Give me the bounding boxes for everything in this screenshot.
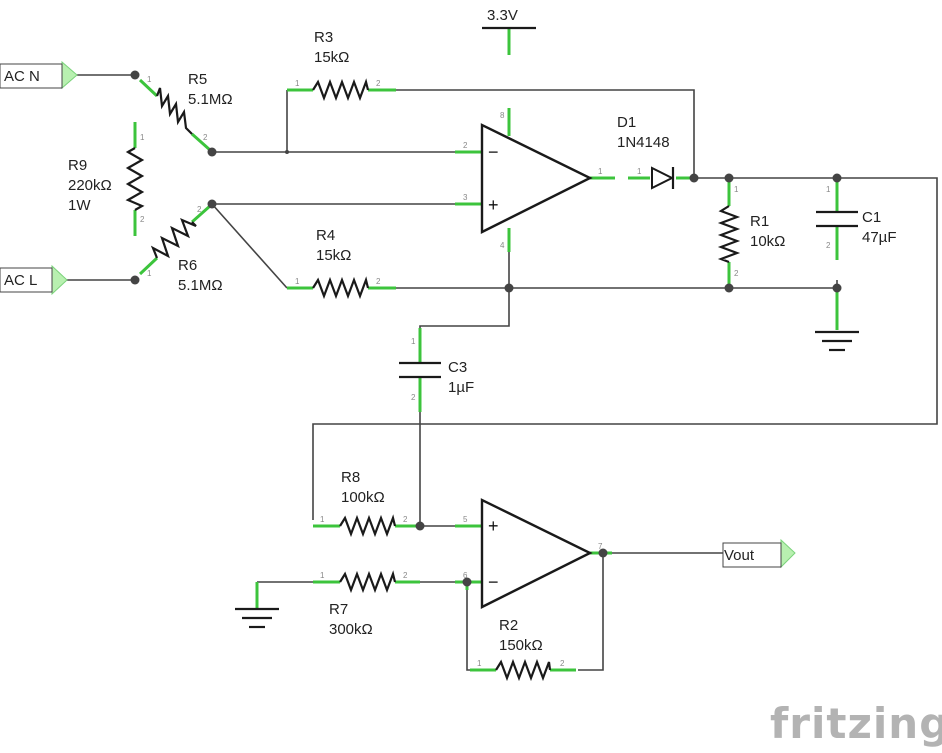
port-ac-n[interactable]: AC N bbox=[0, 60, 78, 90]
svg-text:1: 1 bbox=[411, 337, 416, 346]
svg-text:1: 1 bbox=[320, 571, 325, 580]
r4-value: 15kΩ bbox=[316, 247, 351, 264]
wire-c1-feedback bbox=[312, 177, 938, 520]
resistor-r7 bbox=[339, 570, 397, 594]
wire-r3-right bbox=[396, 89, 695, 178]
opamp1-minus: − bbox=[488, 142, 499, 162]
svg-text:1: 1 bbox=[734, 185, 739, 194]
wires bbox=[66, 74, 938, 671]
r3-ref: R3 bbox=[314, 29, 333, 46]
resistor-r2 bbox=[495, 658, 552, 682]
diode-d1 bbox=[651, 166, 675, 190]
c1-value: 47µF bbox=[862, 229, 897, 246]
r9-value: 220kΩ bbox=[68, 177, 112, 194]
svg-text:2: 2 bbox=[411, 393, 416, 402]
port-vout-label: Vout bbox=[724, 547, 755, 564]
r7-ref: R7 bbox=[329, 601, 348, 618]
opamp2-plus: + bbox=[488, 516, 499, 536]
svg-text:2: 2 bbox=[463, 141, 468, 150]
r8-value: 100kΩ bbox=[341, 489, 385, 506]
r2-ref: R2 bbox=[499, 617, 518, 634]
wire-pin4-c3 bbox=[419, 248, 510, 340]
part-labels: R5 5.1MΩ R3 15kΩ R9 220kΩ 1W R6 5.1MΩ R4… bbox=[68, 29, 897, 654]
resistor-r4 bbox=[312, 276, 370, 300]
opamp-1: − + bbox=[480, 123, 593, 234]
resistor-r9 bbox=[125, 147, 145, 211]
svg-text:1: 1 bbox=[140, 133, 145, 142]
wire-r2-left bbox=[466, 582, 480, 671]
svg-text:1: 1 bbox=[320, 515, 325, 524]
svg-text:2: 2 bbox=[734, 269, 739, 278]
resistor-r5 bbox=[155, 87, 193, 135]
fritzing-logo: fritzing bbox=[770, 699, 942, 748]
svg-text:2: 2 bbox=[376, 79, 381, 88]
r9-rating: 1W bbox=[68, 197, 91, 214]
resistor-r6 bbox=[150, 217, 197, 259]
junctions bbox=[130, 70, 842, 587]
c3-ref: C3 bbox=[448, 359, 467, 376]
resistor-r8 bbox=[339, 514, 397, 538]
wire-r6-r4 bbox=[211, 203, 288, 289]
r5-value: 5.1MΩ bbox=[188, 91, 233, 108]
svg-text:2: 2 bbox=[376, 277, 381, 286]
c1-ref: C1 bbox=[862, 209, 881, 226]
r5-ref: R5 bbox=[188, 71, 207, 88]
d1-ref: D1 bbox=[617, 114, 636, 131]
supply-label: 3.3V bbox=[487, 7, 518, 24]
svg-text:1: 1 bbox=[598, 167, 603, 176]
svg-text:2: 2 bbox=[203, 133, 208, 142]
svg-text:3: 3 bbox=[463, 193, 468, 202]
r6-value: 5.1MΩ bbox=[178, 277, 223, 294]
r8-ref: R8 bbox=[341, 469, 360, 486]
svg-text:1: 1 bbox=[637, 167, 642, 176]
svg-text:8: 8 bbox=[500, 111, 505, 120]
svg-text:1: 1 bbox=[295, 79, 300, 88]
opamp-2: + − bbox=[480, 498, 593, 609]
svg-text:1: 1 bbox=[147, 269, 152, 278]
r3-value: 15kΩ bbox=[314, 49, 349, 66]
svg-text:2: 2 bbox=[403, 515, 408, 524]
svg-text:5: 5 bbox=[463, 515, 468, 524]
r1-value: 10kΩ bbox=[750, 233, 785, 250]
svg-text:1: 1 bbox=[826, 185, 831, 194]
svg-text:2: 2 bbox=[403, 571, 408, 580]
r7-value: 300kΩ bbox=[329, 621, 373, 638]
port-ac-l[interactable]: AC L bbox=[0, 264, 68, 296]
wire-r2-right bbox=[578, 553, 604, 671]
capacitor-c1 bbox=[816, 210, 858, 228]
r2-value: 150kΩ bbox=[499, 637, 543, 654]
resistor-r1 bbox=[717, 205, 741, 264]
port-ac-l-label: AC L bbox=[4, 272, 37, 289]
svg-text:2: 2 bbox=[560, 659, 565, 668]
r6-ref: R6 bbox=[178, 257, 197, 274]
r9-ref: R9 bbox=[68, 157, 87, 174]
r4-ref: R4 bbox=[316, 227, 335, 244]
port-vout[interactable]: Vout bbox=[722, 538, 796, 569]
svg-text:7: 7 bbox=[598, 542, 603, 551]
pin-numbers: 1 2 1 2 1 2 1 2 1 2 2 3 1 8 4 1 1 2 1 2 … bbox=[140, 75, 831, 668]
port-ac-n-label: AC N bbox=[4, 68, 40, 85]
svg-text:1: 1 bbox=[477, 659, 482, 668]
ground-symbol-2 bbox=[235, 607, 279, 629]
svg-text:1: 1 bbox=[295, 277, 300, 286]
ground-symbol-1 bbox=[815, 330, 859, 352]
svg-text:2: 2 bbox=[197, 205, 202, 214]
r1-ref: R1 bbox=[750, 213, 769, 230]
resistor-r3 bbox=[312, 78, 370, 102]
d1-value: 1N4148 bbox=[617, 134, 670, 151]
svg-text:2: 2 bbox=[140, 215, 145, 224]
supply-3v3: 3.3V bbox=[482, 7, 536, 30]
capacitor-c3 bbox=[399, 361, 441, 379]
svg-text:6: 6 bbox=[463, 571, 468, 580]
svg-text:4: 4 bbox=[500, 241, 505, 250]
svg-text:2: 2 bbox=[826, 241, 831, 250]
opamp2-minus: − bbox=[488, 572, 499, 592]
c3-value: 1µF bbox=[448, 379, 474, 396]
svg-text:1: 1 bbox=[147, 75, 152, 84]
opamp1-plus: + bbox=[488, 195, 499, 215]
